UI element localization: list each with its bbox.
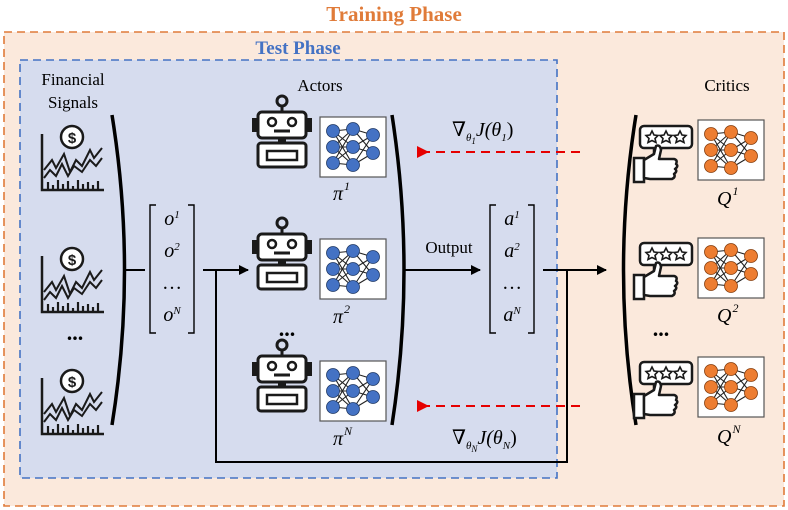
- signals-bracket: [110, 114, 127, 426]
- actors-label: Actors: [297, 76, 343, 95]
- actor-network-3: [319, 360, 387, 422]
- policy-label-2: π2: [333, 302, 351, 328]
- gradient-label-1: ∇θ1J(θ1): [452, 119, 514, 147]
- critic-network-1: [697, 119, 765, 181]
- obs-bracket-right: [188, 204, 195, 334]
- action-bracket-right: [528, 204, 535, 334]
- policy-label-1: π1: [333, 179, 351, 205]
- critic-network-3: [697, 356, 765, 418]
- critics-bracket: [621, 114, 638, 426]
- action-ellipsis: …: [502, 272, 522, 294]
- feedback-loop-line: [215, 270, 568, 463]
- q-label-2: Q2: [717, 301, 739, 327]
- q-label-n: QN: [717, 422, 741, 448]
- gradient-label-n: ∇θNJ(θN): [452, 427, 517, 455]
- policy-label-n: πN: [333, 424, 353, 450]
- training-phase-title: Training Phase: [326, 2, 462, 26]
- critics-ellipsis: ...: [652, 316, 670, 341]
- action-bracket-left: [489, 204, 496, 334]
- actor-network-2: [319, 238, 387, 300]
- observation-ellipsis: …: [162, 272, 182, 294]
- test-phase-title: Test Phase: [255, 38, 341, 59]
- observation-n: oN: [163, 304, 181, 326]
- observation-1: o1: [164, 208, 180, 230]
- signals-label-line2: Signals: [47, 93, 99, 112]
- action-n: aN: [503, 304, 521, 326]
- observation-2: o2: [164, 240, 180, 262]
- action-2: a2: [504, 240, 520, 262]
- actor-network-1: [319, 116, 387, 178]
- obs-bracket-left: [149, 204, 156, 334]
- signals-label-line1: Financial: [41, 70, 105, 89]
- actors-ellipsis: ...: [278, 316, 296, 341]
- output-label: Output: [425, 238, 473, 257]
- critic-network-2: [697, 237, 765, 299]
- signals-ellipsis: ...: [66, 320, 84, 345]
- q-label-1: Q1: [717, 184, 739, 210]
- action-1: a1: [504, 208, 520, 230]
- critics-label: Critics: [704, 76, 750, 95]
